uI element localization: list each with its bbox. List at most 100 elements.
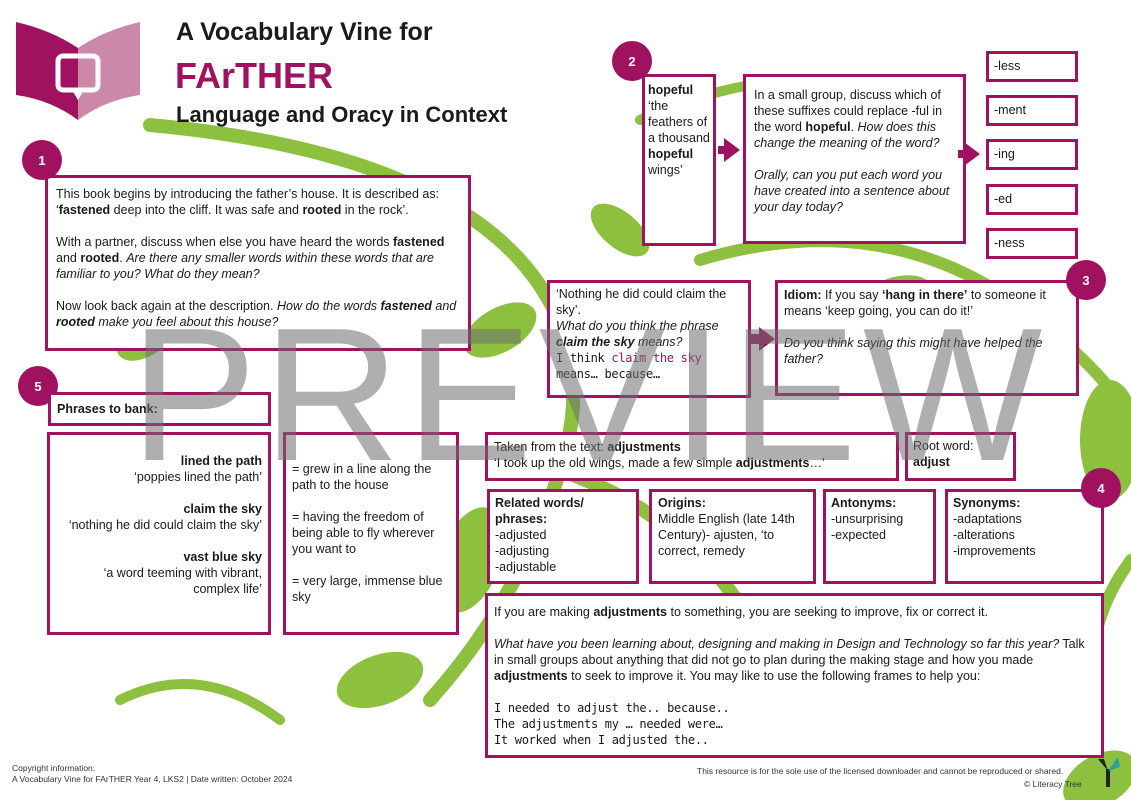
text-segment: = very large, immense blue sky xyxy=(292,574,443,604)
text-segment: vast blue sky xyxy=(183,550,262,564)
text-segment: Root word: xyxy=(913,439,974,453)
paragraph: Root word: adjust xyxy=(913,438,1008,470)
antonyms-box: Antonyms: -unsurprising -expected xyxy=(823,489,936,584)
book-title: FArTHER xyxy=(175,55,334,96)
paragraph: In a small group, discuss which of these… xyxy=(754,87,955,151)
text-segment: ‘the feathers of a thousand xyxy=(648,99,710,145)
paragraph: Orally, can you put each word you have c… xyxy=(754,167,955,215)
text-segment: Related words/ phrases: xyxy=(495,496,584,526)
text-segment: make you feel about this house? xyxy=(94,315,279,329)
copyright-label: Copyright information: xyxy=(12,763,96,773)
text-segment: fastened xyxy=(380,299,432,313)
text-segment: -unsurprising -expected xyxy=(831,512,904,542)
arrow-stem xyxy=(751,334,761,344)
origins-box: Origins: Middle English (late 14th Centu… xyxy=(649,489,816,584)
text-segment: means? xyxy=(634,335,683,349)
page-subtitle: Language and Oracy in Context xyxy=(176,102,508,127)
text-segment: Do you think saying this might have help… xyxy=(784,336,1043,366)
paragraph: Now look back again at the description. … xyxy=(56,298,460,330)
text-segment: ‘a word teeming with vibrant, complex li… xyxy=(103,566,262,596)
paragraph: = very large, immense blue sky xyxy=(292,573,450,605)
arrow-stem xyxy=(958,150,966,158)
text-segment: rooted xyxy=(56,315,95,329)
text-segment: to seek to improve it. You may like to u… xyxy=(567,669,981,683)
text-segment: In a small group, discuss which of these… xyxy=(754,88,943,134)
text-segment: in the rock’. xyxy=(341,203,409,217)
text-segment: …’ xyxy=(809,456,825,470)
paragraph: ‘Nothing he did could claim the sky’. Wh… xyxy=(556,286,742,350)
text-segment: This book begins by introducing the fath… xyxy=(56,187,440,217)
text-segment: hopeful xyxy=(805,120,851,134)
paragraph: Related words/ phrases: -adjusted -adjus… xyxy=(495,495,631,575)
paragraph: Do you think saying this might have help… xyxy=(784,335,1070,367)
paragraph: hopeful ‘the feathers of a thousand hope… xyxy=(648,82,710,178)
paragraph: I needed to adjust the.. because.. The a… xyxy=(494,700,1095,748)
paragraph: This book begins by introducing the fath… xyxy=(56,186,460,218)
text-segment: deep into the cliff. It was safe and xyxy=(110,203,303,217)
usage-notice: This resource is for the sole use of the… xyxy=(697,766,1064,776)
paragraph: I think claim the sky means… because… xyxy=(556,350,742,382)
arrow-right-icon xyxy=(759,327,775,351)
synonyms-box: Synonyms: -adaptations -alterations -imp… xyxy=(945,489,1104,584)
text-segment: . xyxy=(850,120,858,134)
suffix-task-box: In a small group, discuss which of these… xyxy=(743,74,966,244)
text-segment: Taken from the text: xyxy=(494,440,608,454)
text-segment: and xyxy=(431,299,457,313)
paragraph: vast blue sky ‘a word teeming with vibra… xyxy=(56,549,262,597)
text-segment: How does this change the meaning of the … xyxy=(754,120,940,150)
text-segment: adjustments xyxy=(735,456,810,470)
section-number-3: 3 xyxy=(1066,260,1106,300)
text-segment: How do the words xyxy=(276,299,381,313)
paragraph: Taken from the text: adjustments ‘I took… xyxy=(494,439,890,471)
section-number-4: 4 xyxy=(1081,468,1121,508)
phrase-meanings: = grew in a line along the path to the h… xyxy=(283,432,459,635)
phrases-to-bank-title: Phrases to bank: xyxy=(48,392,271,426)
paragraph: claim the sky ‘nothing he did could clai… xyxy=(56,501,262,533)
text-segment: With a partner, discuss when else you ha… xyxy=(56,235,393,249)
arrow-right-icon xyxy=(724,138,740,162)
text-segment: fastened xyxy=(58,203,111,217)
text-segment: to something, you are seeking to improve… xyxy=(667,605,988,619)
text-segment: claim the sky xyxy=(183,502,262,516)
taken-from-text-box: Taken from the text: adjustments ‘I took… xyxy=(485,432,899,481)
paragraph: = grew in a line along the path to the h… xyxy=(292,461,450,493)
hopeful-quote-box: hopeful ‘the feathers of a thousand hope… xyxy=(642,74,716,246)
text-segment: Origins: xyxy=(658,496,706,510)
text-segment: adjustments xyxy=(494,669,568,683)
suffix-ing: -ing xyxy=(986,139,1078,170)
text-segment: adjustments xyxy=(593,605,667,619)
text-segment: lined the path xyxy=(180,454,262,468)
section-number-1: 1 xyxy=(22,140,62,180)
text-segment: Now look back again at the description. xyxy=(56,299,277,313)
brand-credit: © Literacy Tree xyxy=(1024,779,1082,789)
text-segment: to someone it means ‘keep going, you can… xyxy=(784,288,1046,318)
phrases-list: lined the path ‘poppies lined the path’ c… xyxy=(47,432,271,635)
related-words-box: Related words/ phrases: -adjusted -adjus… xyxy=(487,489,639,584)
adjustments-discussion-box: If you are making adjustments to somethi… xyxy=(485,593,1104,758)
handwritten-frame-text: I needed to adjust the.. because.. The a… xyxy=(494,701,730,747)
text-segment: ‘I took up the old wings, made a few sim… xyxy=(494,456,733,470)
text-segment: What have you been learning about, desig… xyxy=(494,637,1060,651)
paragraph: Idiom: If you say ‘hang in there’ to som… xyxy=(784,287,1070,319)
handwritten-frame-text: means… because… xyxy=(556,367,660,381)
text-segment: claim the sky xyxy=(556,335,635,349)
arrow-stem xyxy=(718,146,726,154)
root-word-box: Root word: adjust xyxy=(905,432,1016,481)
text-segment: rooted xyxy=(80,251,120,265)
text-segment: hopeful xyxy=(648,147,694,161)
text-segment: Antonyms: xyxy=(831,496,897,510)
text-segment: If you say xyxy=(821,288,882,302)
text-segment: wings’ xyxy=(648,163,683,177)
paragraph: Antonyms: -unsurprising -expected xyxy=(831,495,928,543)
text-segment: ‘Nothing he did could claim the sky’. xyxy=(556,287,727,317)
paragraph: With a partner, discuss when else you ha… xyxy=(56,234,460,282)
idiom-box: Idiom: If you say ‘hang in there’ to som… xyxy=(775,280,1079,396)
text-segment: Middle English (late 14th Century)- ajus… xyxy=(658,512,795,558)
paragraph: lined the path ‘poppies lined the path’ xyxy=(56,453,262,485)
handwritten-frame-text: I think xyxy=(556,351,612,365)
text-segment: If you are making xyxy=(494,605,594,619)
claim-the-sky-box: ‘Nothing he did could claim the sky’. Wh… xyxy=(547,280,751,398)
text-segment: . xyxy=(119,251,127,265)
literacy-book-logo xyxy=(16,22,140,120)
text-segment: Synonyms: xyxy=(953,496,1021,510)
